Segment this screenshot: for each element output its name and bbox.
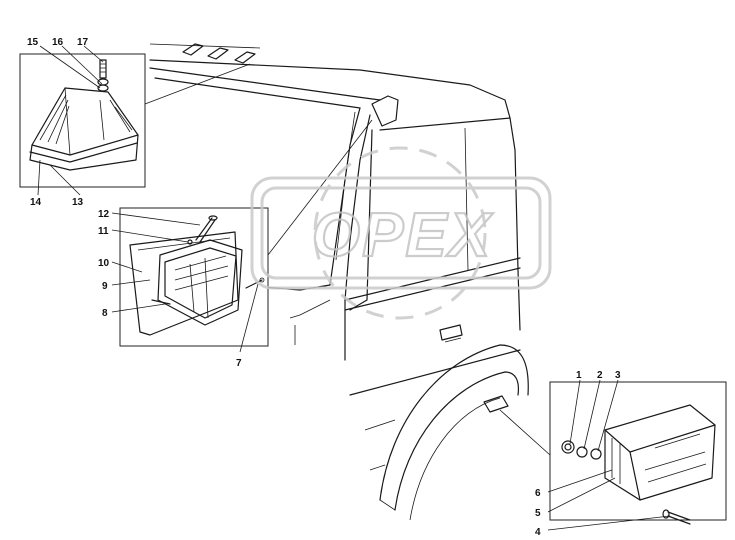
inset-roof-lamp (19, 45, 146, 196)
fender (379, 344, 529, 521)
door-handle (439, 324, 463, 341)
watermark: OPEX (250, 146, 552, 320)
callout-16: 16 (52, 37, 64, 48)
callout-5: 5 (535, 508, 541, 519)
callout-8: 8 (102, 308, 108, 319)
inset-corner-lamp (111, 207, 269, 353)
callout-9: 9 (102, 281, 108, 292)
callout-14: 14 (30, 197, 42, 208)
callout-7: 7 (236, 358, 242, 369)
side-marker-lamp (483, 395, 509, 413)
callout-15: 15 (27, 37, 39, 48)
callout-11: 11 (98, 226, 109, 237)
corner-lamp (371, 95, 399, 127)
gear-icon (313, 146, 487, 320)
callout-12: 12 (98, 209, 110, 220)
callout-6: 6 (535, 488, 541, 499)
callout-2: 2 (597, 370, 603, 381)
callout-17: 17 (77, 37, 89, 48)
inset-side-lamp (547, 379, 727, 531)
callout-10: 10 (98, 258, 110, 269)
watermark-text: OPEX (312, 201, 494, 270)
callout-4: 4 (535, 527, 541, 538)
callout-13: 13 (72, 197, 84, 208)
cab-outline (149, 43, 529, 521)
roof-marker-lamps (182, 43, 256, 64)
callout-1: 1 (576, 370, 582, 381)
callout-labels: 15 16 17 14 13 12 11 10 9 8 7 1 2 3 6 5 … (27, 37, 621, 538)
callout-3: 3 (615, 370, 621, 381)
